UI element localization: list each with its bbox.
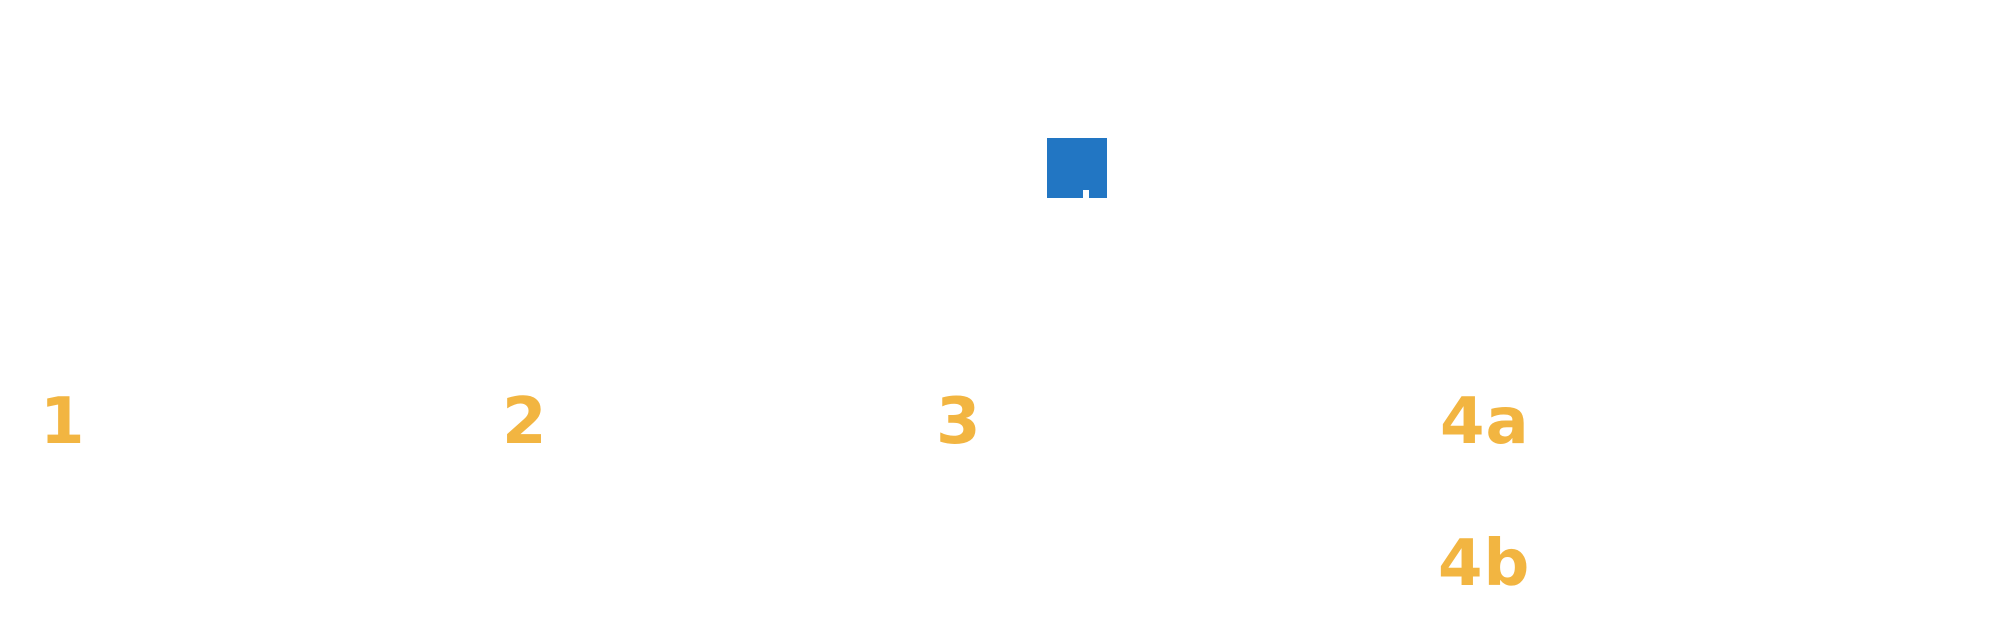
step-label-2: 2	[502, 385, 548, 459]
step-label-4a: 4a	[1440, 385, 1530, 459]
blue-square-marker-icon	[1047, 138, 1107, 198]
step-label-4b: 4b	[1438, 527, 1531, 601]
marker-notch	[1083, 190, 1089, 198]
step-label-3: 3	[936, 385, 982, 459]
step-label-1: 1	[40, 385, 86, 459]
